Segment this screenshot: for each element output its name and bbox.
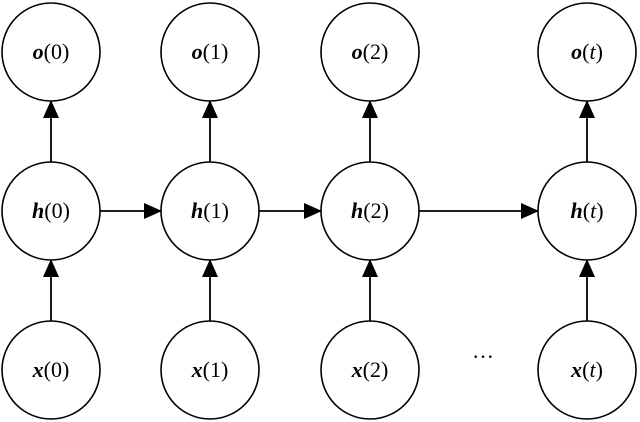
inputs-node-t: x(t) [537, 320, 637, 420]
outputs-label-2: o(2) [352, 39, 389, 64]
label-arg: 1 [211, 198, 222, 223]
label-arg: 1 [210, 357, 221, 382]
label-close-paren: ) [596, 357, 603, 382]
outputs-circle-1 [160, 2, 260, 102]
label-open-paren: ( [44, 198, 51, 223]
inputs-label-t: x(t) [570, 357, 603, 382]
inputs-circle-2 [320, 320, 420, 420]
label-var: h [191, 198, 203, 223]
ellipsis-label: ··· [472, 344, 494, 369]
hidden-circle-0 [1, 161, 101, 261]
label-arg: 0 [51, 39, 62, 64]
label-var: x [32, 357, 44, 382]
label-close-paren: ) [221, 357, 228, 382]
inputs-node-1: x(1) [160, 320, 260, 420]
hidden-label-1: h(1) [191, 198, 229, 223]
label-open-paren: ( [203, 357, 210, 382]
label-arg: t [590, 198, 597, 223]
outputs-node-1: o(1) [160, 2, 260, 102]
hidden-node-2: h(2) [320, 161, 420, 261]
label-close-paren: ) [62, 357, 69, 382]
hidden-node-0: h(0) [1, 161, 101, 261]
outputs-circle-2 [320, 2, 420, 102]
label-close-paren: ) [382, 198, 389, 223]
hidden-label-2: h(2) [351, 198, 389, 223]
label-open-paren: ( [583, 198, 590, 223]
label-arg: 2 [371, 198, 382, 223]
inputs-node-2: x(2) [320, 320, 420, 420]
hidden-circle-2 [320, 161, 420, 261]
outputs-label-1: o(1) [192, 39, 229, 64]
outputs-label-0: o(0) [33, 39, 70, 64]
label-close-paren: ) [63, 198, 70, 223]
label-open-paren: ( [582, 357, 589, 382]
outputs-circle-t [537, 2, 637, 102]
label-var: h [32, 198, 44, 223]
hidden-label-0: h(0) [32, 198, 70, 223]
inputs-circle-1 [160, 320, 260, 420]
outputs-label-t: o(t) [571, 39, 603, 64]
label-var: x [570, 357, 582, 382]
label-var: o [571, 39, 582, 64]
outputs-node-t: o(t) [537, 2, 637, 102]
label-arg: 2 [370, 357, 381, 382]
edges [43, 100, 595, 321]
label-close-paren: ) [222, 198, 229, 223]
label-arg: t [589, 39, 596, 64]
label-close-paren: ) [596, 198, 603, 223]
label-open-paren: ( [44, 39, 51, 64]
inputs-label-0: x(0) [32, 357, 70, 382]
label-open-paren: ( [582, 39, 589, 64]
label-close-paren: ) [221, 39, 228, 64]
label-arg: 2 [370, 39, 381, 64]
hidden-node-1: h(1) [160, 161, 260, 261]
outputs-node-0: o(0) [1, 2, 101, 102]
hidden-label-t: h(t) [570, 198, 603, 223]
label-close-paren: ) [596, 39, 603, 64]
label-var: o [192, 39, 203, 64]
inputs-label-1: x(1) [191, 357, 229, 382]
label-open-paren: ( [363, 357, 370, 382]
hidden-circle-1 [160, 161, 260, 261]
outputs-circle-0 [1, 2, 101, 102]
label-open-paren: ( [203, 39, 210, 64]
label-var: o [33, 39, 44, 64]
label-open-paren: ( [363, 198, 370, 223]
inputs-circle-t [537, 320, 637, 420]
label-var: h [570, 198, 582, 223]
label-var: h [351, 198, 363, 223]
label-arg: t [589, 357, 596, 382]
label-close-paren: ) [381, 39, 388, 64]
inputs-circle-0 [1, 320, 101, 420]
inputs-label-2: x(2) [351, 357, 389, 382]
label-close-paren: ) [381, 357, 388, 382]
label-var: o [352, 39, 363, 64]
label-arg: 0 [52, 198, 63, 223]
hidden-node-t: h(t) [537, 161, 637, 261]
label-var: x [351, 357, 363, 382]
label-arg: 1 [210, 39, 221, 64]
label-arg: 0 [51, 357, 62, 382]
label-close-paren: ) [62, 39, 69, 64]
label-open-paren: ( [203, 198, 210, 223]
inputs-node-0: x(0) [1, 320, 101, 420]
label-open-paren: ( [363, 39, 370, 64]
label-var: x [191, 357, 203, 382]
hidden-circle-t [537, 161, 637, 261]
outputs-node-2: o(2) [320, 2, 420, 102]
label-open-paren: ( [44, 357, 51, 382]
